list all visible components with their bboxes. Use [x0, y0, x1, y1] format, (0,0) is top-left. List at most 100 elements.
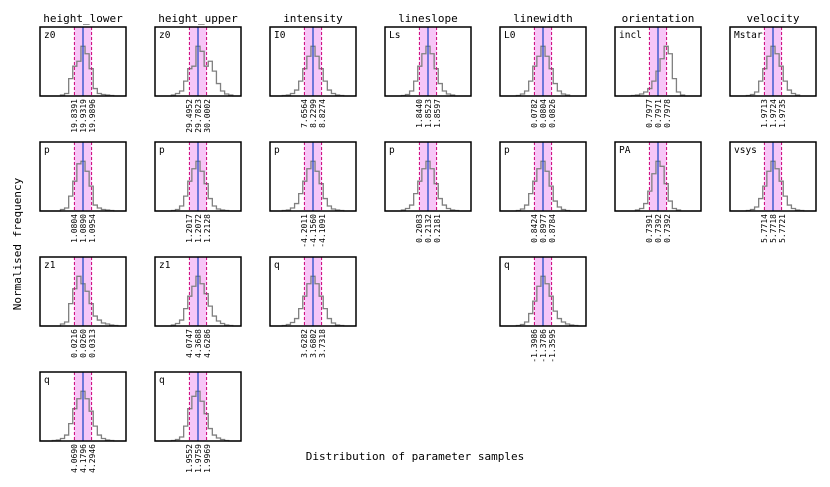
median-value: 5.7718: [769, 214, 778, 243]
q84-value: 0.7392: [663, 214, 672, 243]
parameter-label: L0: [504, 30, 516, 41]
q16-value: 0.7977: [645, 99, 654, 128]
histogram-steps: [40, 45, 126, 97]
panel-frame: [499, 256, 587, 327]
panel-frame: [269, 256, 357, 327]
parameter-label: p: [159, 145, 165, 156]
panel-frame: [729, 26, 817, 97]
parameter-label: z1: [44, 260, 56, 271]
parameter-label: vsys: [734, 145, 757, 156]
median-value: 1.9724: [769, 99, 778, 128]
q16-value: 3.6282: [300, 329, 309, 358]
panel-frame: [499, 26, 587, 97]
parameter-label: p: [274, 145, 280, 156]
q16-value: 1.0804: [70, 214, 79, 243]
q16-value: -4.2011: [300, 214, 309, 248]
panel-frame: [154, 256, 242, 327]
q84-value: 5.7721: [778, 214, 787, 243]
median-value: 0.7392: [654, 214, 663, 243]
panel-frame: [384, 141, 472, 212]
q16-value: 19.8391: [70, 99, 79, 133]
histogram-panel: p-4.2011-4.1560-4.1091: [269, 141, 357, 248]
q16-value: 0.0782: [530, 99, 539, 128]
q16-value: 29.4952: [185, 99, 194, 133]
q16-value: 1.9552: [185, 444, 194, 473]
column-title: lineslope: [398, 12, 458, 25]
parameter-label: incl: [619, 30, 642, 41]
q84-value: 0.8784: [548, 214, 557, 243]
median-value: 0.2132: [424, 214, 433, 243]
q84-value: 1.9735: [778, 99, 787, 128]
q84-value: 0.7978: [663, 99, 672, 128]
panel-frame: [614, 141, 702, 212]
q16-value: 7.6564: [300, 99, 309, 128]
panel-frame: [384, 26, 472, 97]
median-value: 0.0804: [539, 99, 548, 128]
parameter-label: q: [159, 375, 165, 386]
q84-value: 1.9969: [203, 444, 212, 473]
q84-value: -1.3595: [548, 329, 557, 363]
median-value: 29.7823: [194, 99, 203, 133]
q16-value: 0.7391: [645, 214, 654, 243]
panel-frame: [269, 26, 357, 97]
median-value: 0.0260: [79, 329, 88, 358]
q84-value: 4.6286: [203, 329, 212, 358]
panel-frame: [39, 371, 127, 442]
q16-value: 0.0216: [70, 329, 79, 358]
histogram-steps: [385, 160, 471, 212]
column-title: intensity: [283, 12, 343, 25]
parameter-label: z0: [159, 30, 171, 41]
q16-value: 1.2017: [185, 214, 194, 243]
parameter-label: Ls: [389, 30, 400, 41]
parameter-label: p: [389, 145, 395, 156]
x-axis-label: Distribution of parameter samples: [306, 450, 525, 463]
histogram-panel: q-1.3986-1.3786-1.3595: [499, 256, 587, 363]
median-value: 1.8523: [424, 99, 433, 128]
parameter-label: p: [504, 145, 510, 156]
q84-value: 0.0826: [548, 99, 557, 128]
parameter-label: q: [504, 260, 510, 271]
median-value: 3.6802: [309, 329, 318, 358]
column-title: linewidth: [513, 12, 573, 25]
q16-value: 0.8424: [530, 214, 539, 243]
median-value: -1.3786: [539, 329, 548, 363]
q84-value: 0.2181: [433, 214, 442, 243]
y-axis-label: Normalised frequency: [11, 177, 24, 310]
q16-value: 4.0747: [185, 329, 194, 358]
q84-value: 4.2946: [88, 444, 97, 473]
q16-value: 4.0690: [70, 444, 79, 473]
q84-value: 8.8274: [318, 99, 327, 128]
histogram-steps: [155, 275, 241, 327]
median-value: -4.1560: [309, 214, 318, 248]
q84-value: 1.8597: [433, 99, 442, 128]
parameter-label: z0: [44, 30, 56, 41]
panel-frame: [154, 371, 242, 442]
median-value: 4.1796: [79, 444, 88, 473]
q84-value: 1.2128: [203, 214, 212, 243]
parameter-label: p: [44, 145, 50, 156]
q16-value: 0.2083: [415, 214, 424, 243]
q84-value: 3.7318: [318, 329, 327, 358]
histogram-steps: [40, 160, 126, 212]
q84-value: 30.0002: [203, 99, 212, 133]
column-title: height_lower: [43, 12, 123, 25]
panel-frame: [614, 26, 702, 97]
parameter-label: q: [44, 375, 50, 386]
panel-frame: [39, 26, 127, 97]
parameter-label: I0: [274, 30, 286, 41]
